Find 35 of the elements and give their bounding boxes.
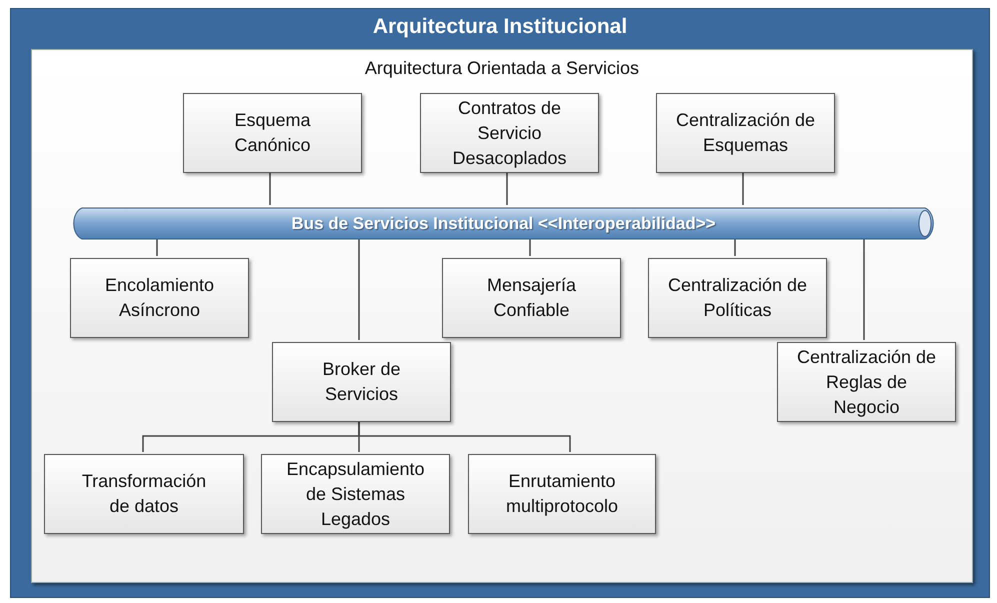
process-box — [44, 454, 244, 534]
process-box — [261, 454, 450, 534]
box-label: Esquema Canónico — [233, 109, 312, 157]
process-box — [420, 93, 599, 173]
process-box — [183, 93, 362, 173]
box-label: Centralización de Reglas de Negocio — [796, 346, 938, 419]
connector-line — [734, 238, 736, 256]
bus-label: Bus de Servicios Institucional <<Interoperabilidad>> — [291, 214, 716, 234]
process-box — [70, 258, 249, 338]
connector-line — [358, 238, 360, 340]
panel-heading: Arquitectura Orientada a Servicios — [364, 58, 640, 79]
process-box — [442, 258, 621, 338]
connector-line — [358, 420, 571, 452]
process-box — [777, 342, 956, 422]
connector-line — [506, 171, 508, 205]
process-box — [648, 258, 827, 338]
process-box — [468, 454, 656, 534]
box-label: Encapsulamiento de Sistemas Legados — [285, 458, 426, 531]
connector-line — [742, 171, 744, 205]
box-label: Centralización de Esquemas — [674, 109, 816, 157]
box-label: Enrutamiento multiprotocolo — [504, 470, 620, 518]
service-bus-pipe — [70, 207, 937, 240]
connector-line — [529, 238, 531, 256]
connector-line — [863, 238, 865, 340]
box-label: Centralización de Políticas — [666, 274, 808, 322]
box-label: Transformación de datos — [80, 470, 208, 518]
box-label: Broker de Servicios — [321, 358, 402, 406]
connector-line — [156, 238, 158, 256]
box-label: Encolamiento Asíncrono — [104, 274, 216, 322]
process-box — [272, 342, 451, 422]
connector-line — [269, 171, 271, 205]
process-box — [656, 93, 835, 173]
box-label: Contratos de Servicio Desacoplados — [451, 96, 568, 170]
frame-heading: Arquitectura Institucional — [372, 15, 628, 39]
box-label: Mensajería Confiable — [486, 274, 578, 322]
